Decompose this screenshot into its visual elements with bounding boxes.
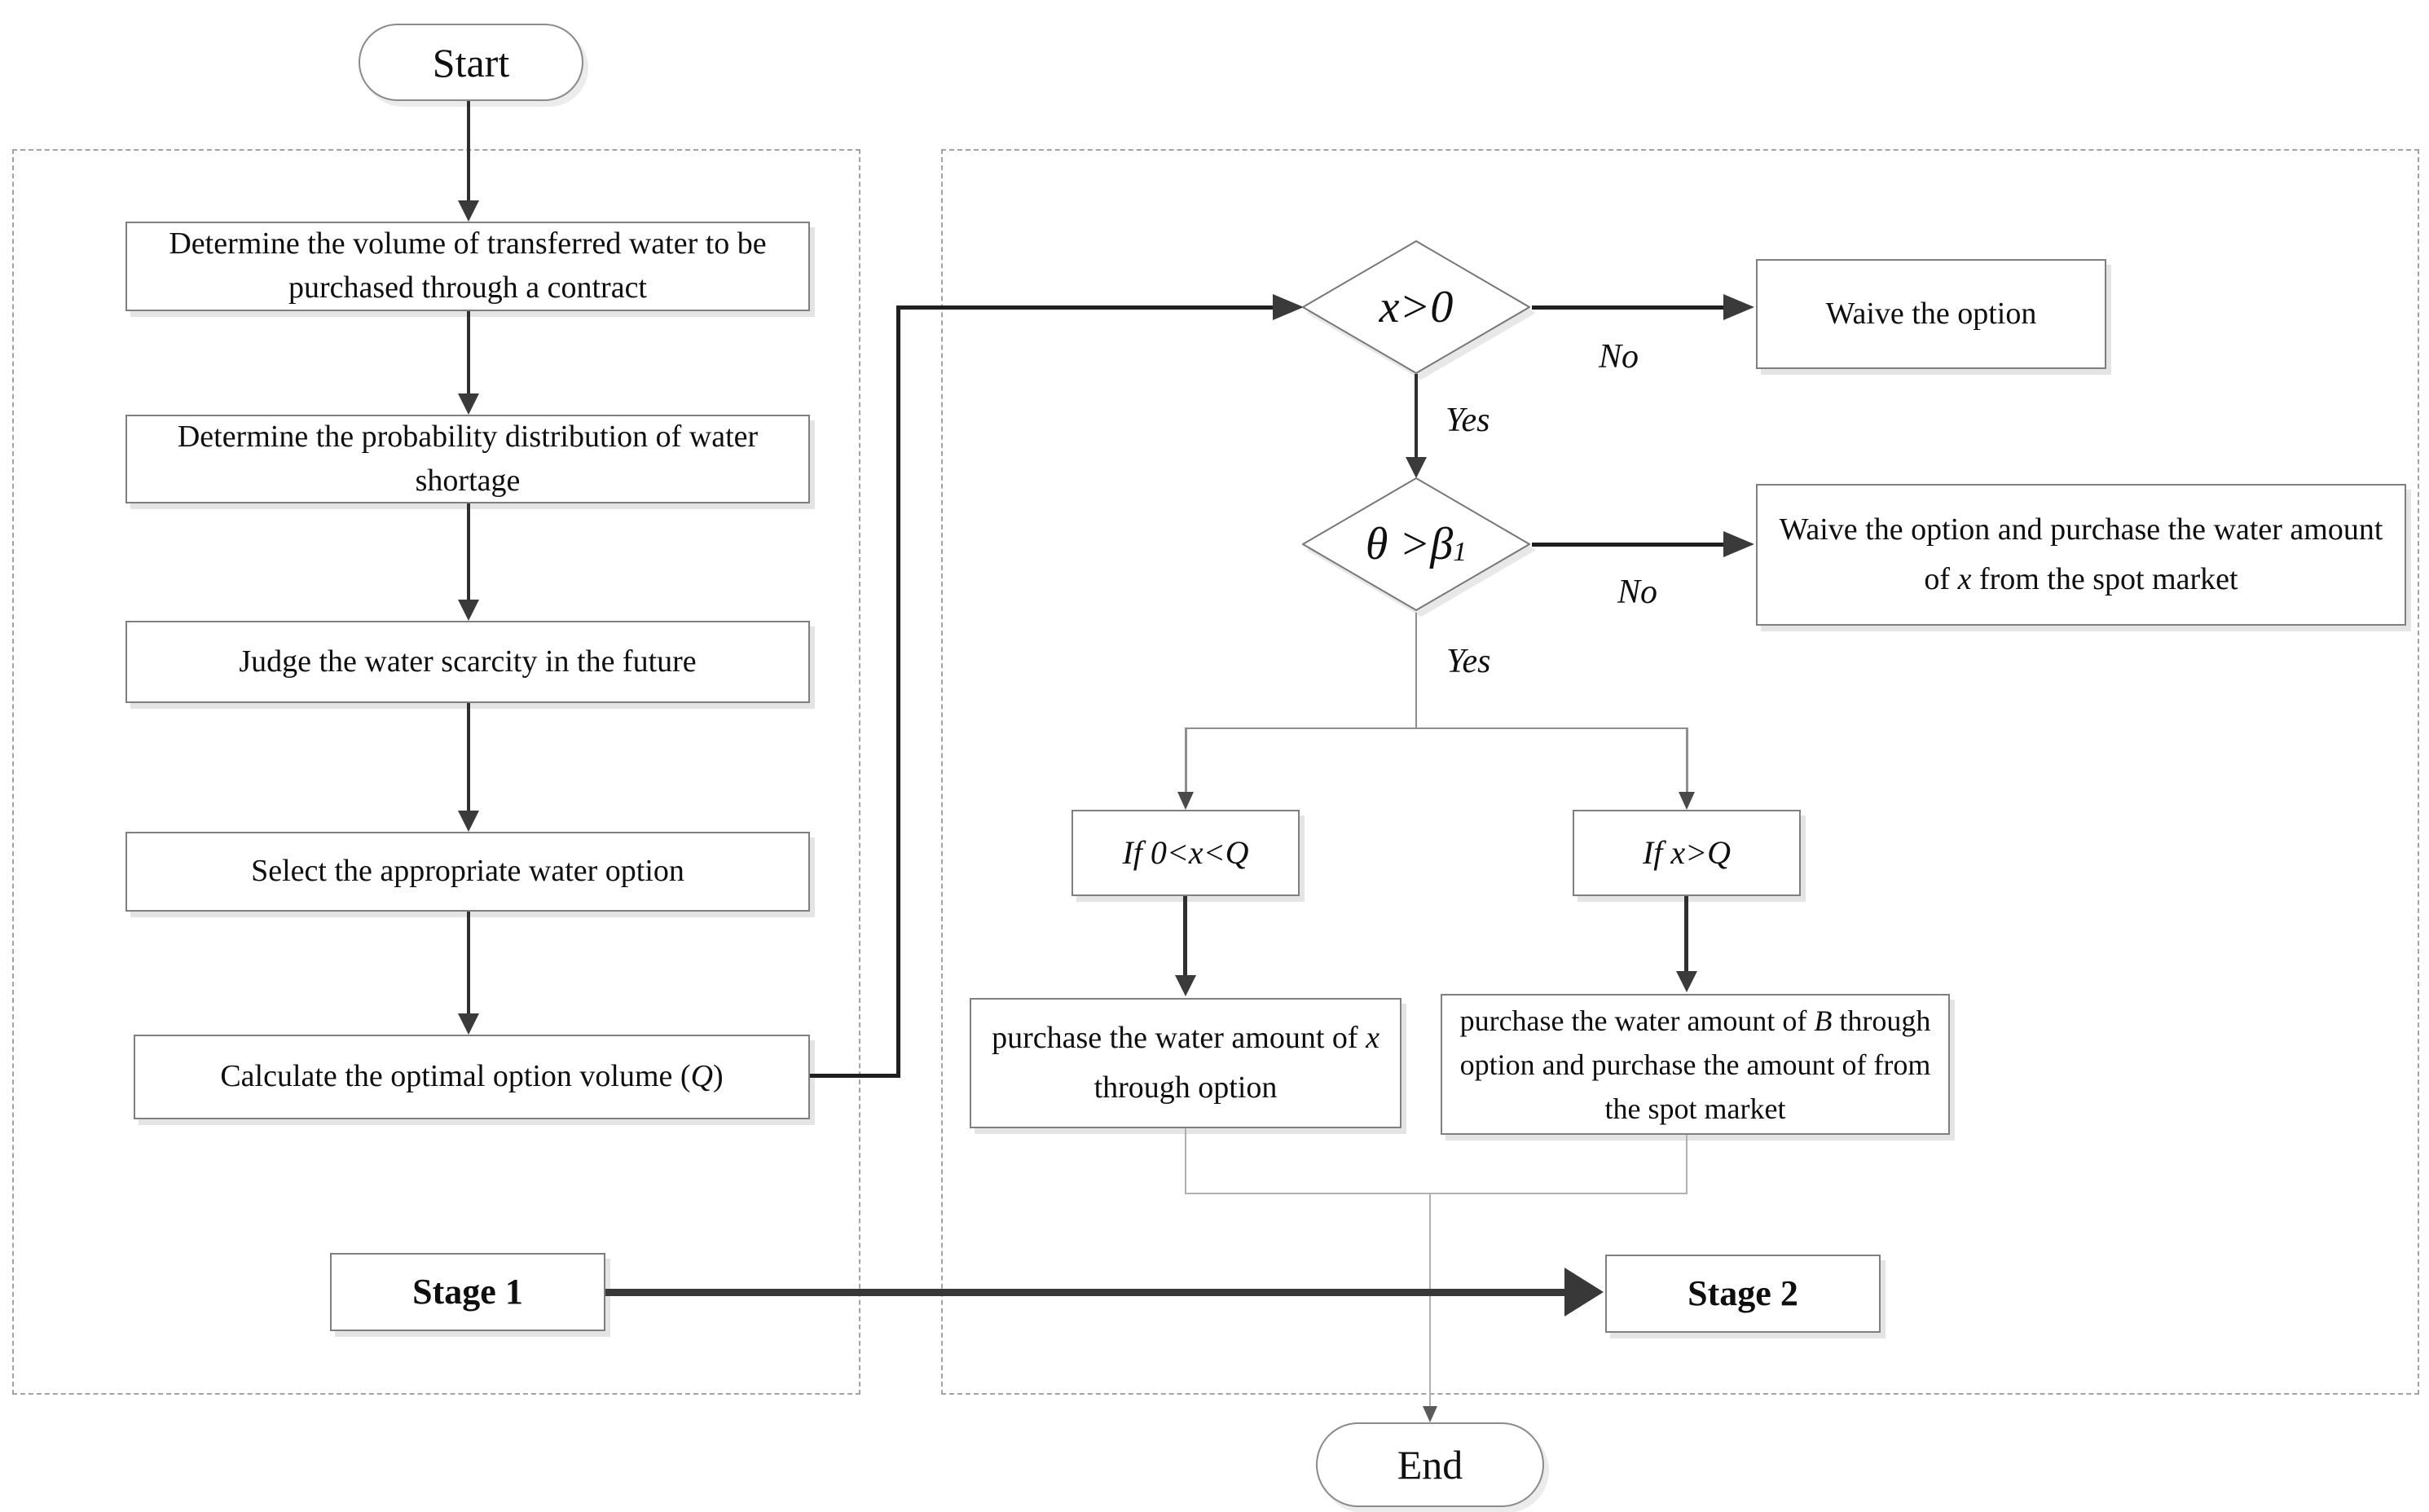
edge-branch-right-drop <box>1686 727 1688 793</box>
edge-decision2-no <box>1532 543 1723 547</box>
end-node: End <box>1316 1422 1544 1507</box>
arrowhead-condition-between <box>1175 975 1196 996</box>
arrowhead-branch-right <box>1679 792 1695 810</box>
arrowhead-decision1-no <box>1723 294 1754 320</box>
decision1-label: x>0 <box>1379 282 1454 332</box>
decision2-shape <box>1302 477 1530 611</box>
process-box-select-option: Select the appropriate water option <box>125 832 810 912</box>
waive-option-label: Waive the option <box>1825 296 2037 331</box>
edge-calc-elbow-vertical <box>896 305 900 1078</box>
process-box-calc-volume: Calculate the optimal option volume (Q) <box>134 1035 810 1119</box>
edge-branch-split <box>1186 727 1688 729</box>
condition-between-label: If 0<x<Q <box>1122 833 1249 871</box>
edge-probability-to-scarcity <box>467 503 470 600</box>
waive-option-box: Waive the option <box>1756 259 2106 369</box>
process-box-volume: Determine the volume of transferred wate… <box>125 222 810 311</box>
start-node: Start <box>359 24 583 101</box>
arrowhead-calc-to-decision1 <box>1273 294 1304 320</box>
decision2-no-label: No <box>1617 574 1658 611</box>
condition-box-between: If 0<x<Q <box>1071 810 1300 896</box>
arrowhead-condition-greater <box>1676 971 1697 992</box>
edge-calc-elbow-horizontal <box>810 1074 900 1078</box>
stage1-label: Stage 1 <box>412 1271 523 1312</box>
arrowhead-probability-to-scarcity <box>458 600 479 621</box>
edge-branch-left-drop <box>1185 727 1187 793</box>
decision2-yes-label: Yes <box>1446 643 1491 680</box>
edge-decision2-yes <box>1415 613 1417 727</box>
stage1-box: Stage 1 <box>330 1253 605 1331</box>
edge-start-to-volume <box>467 101 470 200</box>
edge-scarcity-to-select <box>467 703 470 811</box>
edge-condition-between-to-action <box>1183 896 1187 975</box>
arrowhead-start-to-volume <box>458 200 479 222</box>
action-box-option: purchase the water amount of x through o… <box>970 998 1402 1128</box>
decision1-no-label: No <box>1599 338 1639 376</box>
edge-condition-greater-to-action <box>1684 896 1688 971</box>
arrowhead-stage1-to-stage2 <box>1564 1268 1604 1316</box>
start-label: Start <box>432 39 510 86</box>
edge-action-option-merge <box>1185 1128 1186 1193</box>
process-box-volume-label: Determine the volume of transferred wate… <box>169 226 767 305</box>
process-box-scarcity-label: Judge the water scarcity in the future <box>239 644 697 679</box>
edge-decision1-no <box>1532 305 1723 310</box>
condition-box-greater: If x>Q <box>1573 810 1801 896</box>
edge-select-to-calc <box>467 912 470 1013</box>
arrowhead-decision1-yes <box>1406 457 1427 478</box>
arrowhead-decision2-no <box>1723 531 1754 557</box>
end-label: End <box>1397 1442 1463 1488</box>
decision1-shape <box>1302 240 1530 374</box>
process-box-select-option-label: Select the appropriate water option <box>251 854 684 889</box>
stage2-panel <box>941 149 2419 1395</box>
waive-spot-label: Waive the option and purchase the water … <box>1779 512 2383 596</box>
action-box-option-spot: purchase the water amount of B through o… <box>1441 994 1950 1135</box>
arrowhead-merge-to-end <box>1423 1406 1437 1422</box>
arrowhead-scarcity-to-select <box>458 811 479 832</box>
process-box-scarcity: Judge the water scarcity in the future <box>125 621 810 703</box>
edge-stage1-to-stage2 <box>605 1289 1564 1296</box>
waive-spot-box: Waive the option and purchase the water … <box>1756 484 2406 626</box>
decision1-diamond: x>0 <box>1302 240 1530 374</box>
action-option-spot-label: purchase the water amount of B through o… <box>1459 1004 1931 1125</box>
edge-action-spot-merge <box>1686 1135 1688 1193</box>
edge-volume-to-probability <box>467 311 470 393</box>
arrowhead-select-to-calc <box>458 1013 479 1035</box>
process-box-calc-volume-label: Calculate the optimal option volume (Q) <box>220 1059 724 1094</box>
stage1-panel <box>12 149 860 1395</box>
edge-merge-to-end <box>1429 1193 1431 1406</box>
action-option-label: purchase the water amount of x through o… <box>992 1021 1380 1105</box>
process-box-probability: Determine the probability distribution o… <box>125 415 810 503</box>
arrowhead-volume-to-probability <box>458 393 479 415</box>
arrowhead-branch-left <box>1177 792 1194 810</box>
edge-merge-horizontal <box>1185 1193 1688 1194</box>
condition-greater-label: If x>Q <box>1642 833 1732 871</box>
decision1-yes-label: Yes <box>1446 402 1490 439</box>
stage2-label: Stage 2 <box>1688 1272 1798 1313</box>
process-box-probability-label: Determine the probability distribution o… <box>177 419 759 498</box>
edge-decision1-yes <box>1415 374 1418 457</box>
stage2-box: Stage 2 <box>1605 1255 1881 1333</box>
edge-calc-to-decision1 <box>896 305 1273 310</box>
